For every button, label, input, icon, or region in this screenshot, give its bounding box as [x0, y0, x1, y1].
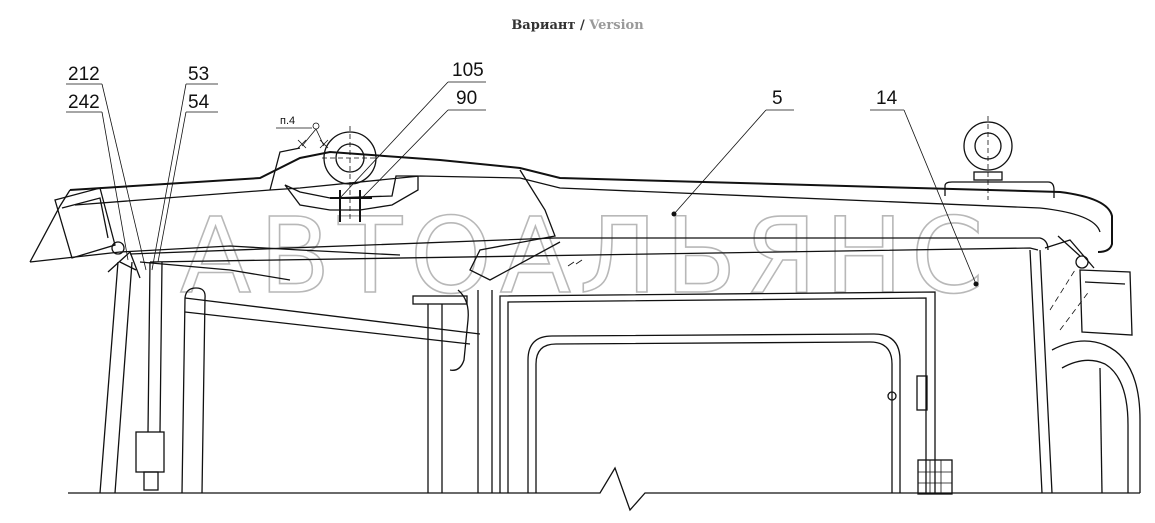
- right-pillar: [1029, 249, 1053, 494]
- center-eye-mount: [284, 175, 419, 211]
- right-eye-nut: [973, 171, 1003, 181]
- watermark-text: АВТОАЛЬЯНС: [180, 195, 992, 317]
- left-pillar-outer: [99, 261, 133, 494]
- leader-5-line: [673, 109, 767, 215]
- callout-53: 53: [188, 64, 209, 85]
- callout-14: 14: [876, 88, 898, 109]
- right-eye-base: [944, 181, 1055, 198]
- left-lamp: [54, 187, 116, 259]
- leader-212-line: [101, 83, 147, 271]
- gas-strut-body: [135, 431, 165, 473]
- middle-pillar: [427, 304, 443, 493]
- callout-90: 90: [456, 88, 477, 109]
- door-window-inner: [535, 341, 893, 493]
- door-hinge-lines: [918, 460, 952, 494]
- right-lamp-bolt: [1075, 255, 1089, 269]
- left-lamp-bolt: [111, 241, 125, 255]
- leader-14-dot: [973, 281, 979, 287]
- title-separator: /: [579, 18, 585, 33]
- door-inner: [507, 297, 927, 493]
- roof-shell-top: [69, 150, 1113, 253]
- right-lamp-hidden: [1049, 269, 1091, 331]
- callout-105: 105: [452, 60, 484, 81]
- leader-242-line: [101, 111, 129, 261]
- note-p4-marks: [297, 139, 329, 149]
- door-hinge-upper: [916, 375, 928, 411]
- cab-upper-bar: [184, 297, 481, 345]
- roof-shell-inner: [74, 175, 1101, 233]
- center-eye-axis: [322, 126, 378, 222]
- leader-53-line: [151, 83, 187, 271]
- drawing-title: Вариант / Version: [0, 18, 1155, 33]
- roof-front-fairing: [269, 147, 561, 281]
- callout-212: 212: [68, 64, 100, 85]
- door-outer: [499, 291, 936, 493]
- leader-54-line: [157, 111, 187, 263]
- door-hinge-lower: [917, 459, 953, 495]
- title-alt: Version: [589, 18, 644, 33]
- right-frame-vert: [1099, 367, 1103, 494]
- right-lifting-eye: [963, 121, 1013, 171]
- note-p4-leader: [301, 128, 325, 147]
- left-lamp-bracket: [107, 250, 141, 279]
- door-left-post: [477, 290, 493, 493]
- roof-shell-lower: [29, 189, 401, 281]
- leader-14-line: [903, 109, 977, 285]
- note-p4-circle: [312, 122, 320, 130]
- ground-line: [68, 466, 1140, 512]
- cab-top-rail: [129, 237, 1049, 263]
- center-eye-washer: [330, 190, 372, 222]
- callout-242: 242: [68, 92, 100, 113]
- leader-105-line: [339, 81, 449, 199]
- door-top-marks: [567, 259, 583, 267]
- left-door-frame: [181, 287, 206, 494]
- middle-pillar-curve: [449, 289, 469, 371]
- callout-54: 54: [188, 92, 210, 113]
- right-lamp-bracket: [1044, 235, 1095, 269]
- right-lamp: [1079, 269, 1133, 336]
- middle-pillar-cap: [412, 295, 468, 305]
- gas-strut-end: [143, 471, 159, 491]
- leader-5-dot: [671, 211, 677, 217]
- title-main: Вариант: [511, 18, 576, 33]
- left-pillar-inner: [147, 261, 163, 433]
- callout-5: 5: [772, 88, 783, 109]
- right-door-frame: [1051, 340, 1141, 493]
- note-p4: п.4: [280, 115, 295, 127]
- door-lock-knob: [887, 391, 897, 401]
- door-window: [527, 333, 901, 493]
- leader-90-line: [361, 109, 449, 199]
